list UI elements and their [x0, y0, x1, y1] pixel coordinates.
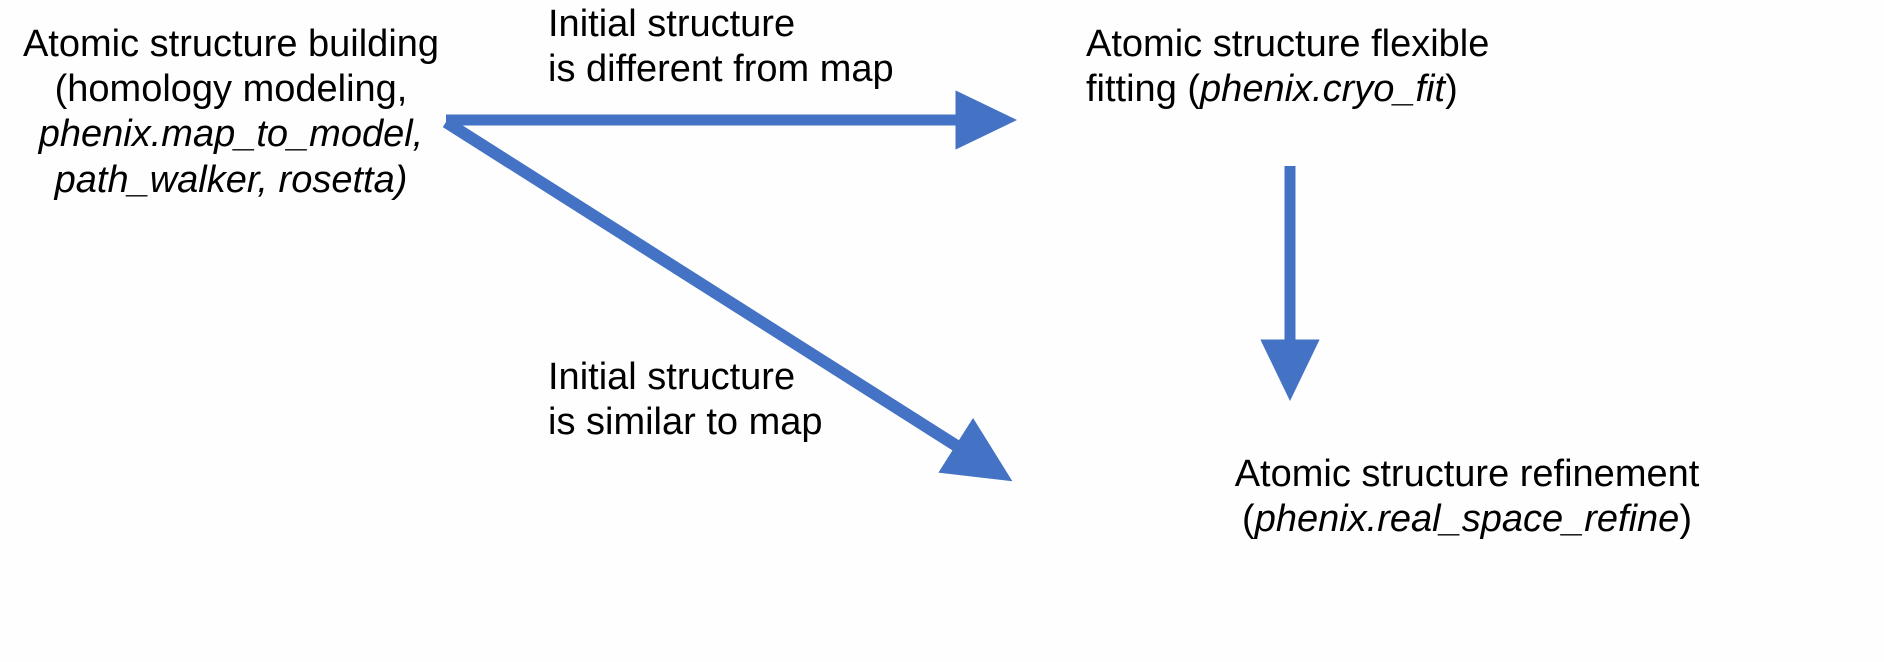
node-building-line-3: phenix.map_to_model,	[38, 113, 424, 156]
node-building-line-2: (homology modeling,	[54, 68, 408, 111]
node-atomic-structure-refinement: Atomic structure refinement (phenix.real…	[1062, 452, 1872, 542]
edge-label-different-line-2: is different from map	[548, 48, 894, 91]
node-flexible-fitting-command: phenix.cryo_fit	[1200, 68, 1446, 111]
node-flexible-fitting-prefix: fitting (	[1086, 68, 1201, 111]
node-refinement-line-2: (phenix.real_space_refine)	[1062, 497, 1872, 542]
node-refinement-command: phenix.real_space_refine	[1254, 498, 1680, 541]
edge-label-similar-to-map: Initial structure is similar to map	[548, 355, 823, 445]
node-building-line-4: path_walker, rosetta)	[54, 158, 408, 201]
node-flexible-fitting-line-1: Atomic structure flexible	[1086, 23, 1490, 65]
edge-label-similar-line-1: Initial structure	[548, 356, 796, 398]
node-refinement-prefix: (	[1242, 498, 1255, 541]
node-atomic-structure-flexible-fitting: Atomic structure flexible fitting (pheni…	[1086, 22, 1556, 112]
node-building-line-1: Atomic structure building	[22, 23, 440, 65]
node-flexible-fitting-line-2: fitting (phenix.cryo_fit)	[1086, 67, 1556, 112]
edge-label-different-from-map: Initial structure is different from map	[548, 2, 894, 92]
edge-label-different-line-1: Initial structure	[548, 3, 796, 45]
node-atomic-structure-building: Atomic structure building (homology mode…	[8, 22, 454, 203]
node-flexible-fitting-suffix: )	[1445, 68, 1458, 111]
edge-label-similar-line-2: is similar to map	[548, 401, 823, 444]
node-refinement-suffix: )	[1679, 498, 1692, 541]
node-refinement-line-1: Atomic structure refinement	[1234, 453, 1700, 495]
